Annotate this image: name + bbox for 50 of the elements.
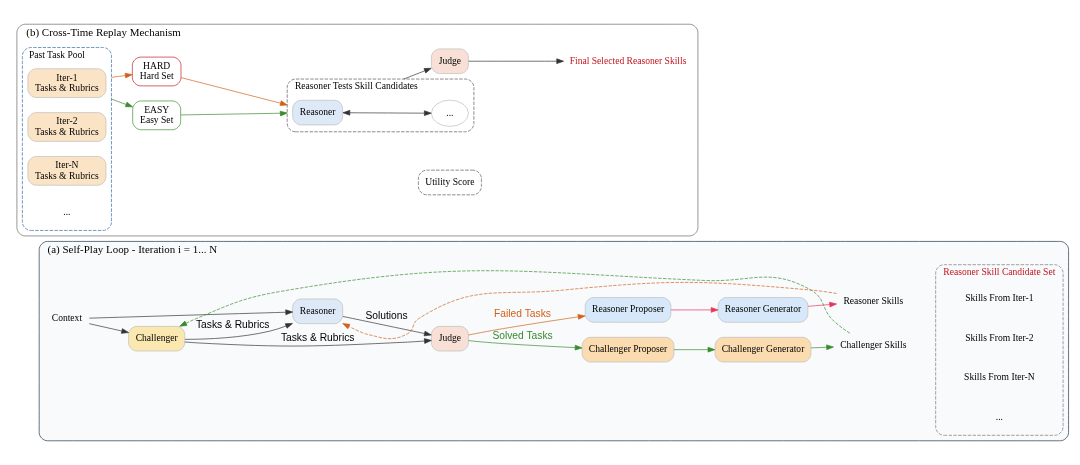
node-box: Reasoner Proposer [584, 297, 672, 323]
arrow [342, 316, 432, 337]
arrow [111, 98, 133, 108]
node-box: Utility Score [418, 169, 482, 196]
edge-label: Tasks & Rubrics [195, 318, 270, 330]
arrow [180, 110, 288, 117]
node-box: Iter-1 Tasks & Rubrics [27, 68, 107, 98]
edge-label: Failed Tasks [494, 308, 551, 320]
node-box: Judge [431, 48, 469, 74]
arrow [342, 282, 837, 340]
arrow [468, 314, 586, 336]
node-ellipse: ... [431, 99, 469, 127]
arrow [180, 77, 288, 106]
arrow [810, 344, 834, 351]
arrow [468, 58, 564, 64]
node-text: Context [51, 312, 83, 324]
arrow [468, 340, 583, 351]
arrow [342, 110, 432, 116]
arrow [88, 323, 129, 334]
arrow [111, 72, 133, 79]
arrow [403, 67, 432, 80]
node-box: Challenger [128, 326, 186, 352]
arrow [670, 307, 719, 313]
arrow [184, 323, 293, 340]
node-text: Skills From Iter-2 [965, 331, 1034, 343]
node-box: EASY Easy Set [132, 100, 181, 131]
node-text: Final Selected Reasoner Skills [569, 54, 687, 66]
label: ... [995, 411, 1003, 423]
arrow [807, 301, 837, 308]
node-box: HARD Hard Set [132, 56, 182, 87]
node-box: Challenger Proposer [581, 336, 675, 363]
label: ... [63, 206, 71, 218]
node-box: Reasoner Generator [717, 297, 809, 323]
node-text: Reasoner Skills [843, 294, 904, 306]
node-box: Judge [431, 326, 469, 352]
node-box: Iter-2 Tasks & Rubrics [27, 112, 107, 142]
node-box: Iter-N Tasks & Rubrics [27, 156, 107, 186]
edge-label: Tasks & Rubrics [280, 332, 355, 344]
edge-label: Solutions [365, 309, 408, 321]
arrow [673, 346, 716, 353]
arrow [179, 270, 851, 334]
node-box: Reasoner [292, 99, 344, 126]
node-box: Reasoner [292, 298, 344, 324]
arrow [184, 338, 432, 347]
arrow [88, 309, 293, 319]
node-text: Challenger Skills [840, 339, 907, 351]
edge-label: Solved Tasks [492, 330, 553, 342]
node-text: Skills From Iter-N [964, 371, 1035, 383]
node-box: Challenger Generator [714, 336, 812, 363]
node-text: Skills From Iter-1 [965, 291, 1034, 303]
